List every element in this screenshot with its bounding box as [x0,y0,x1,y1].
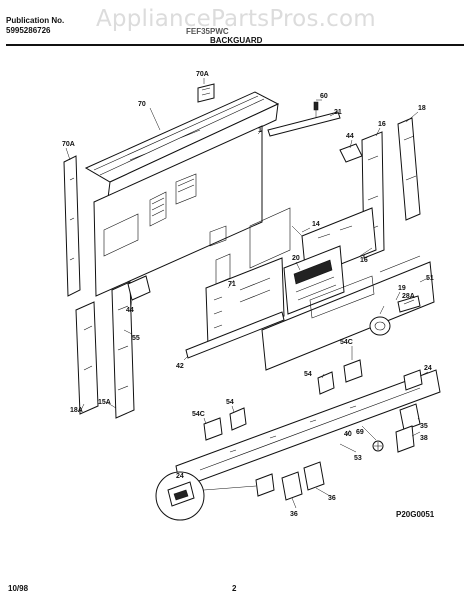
model-number: FEF35PWC [186,27,229,36]
callout-44-upper: 44 [346,133,354,140]
part-side-trim-18a [75,301,99,415]
part-electronic-control-20 [283,245,345,315]
callout-60: 60 [320,93,328,100]
callout-44-left: 44 [126,307,134,314]
callout-54c-lower: 54C [192,411,205,418]
part-control-bracket-71 [205,257,285,347]
callout-38-right: 38 [420,435,428,442]
part-bracket-44-left [127,275,151,301]
callout-labels: 70A 70 60 21 18 1 70A 44 16 14 20 16 51 … [62,71,434,518]
callout-69: 69 [356,429,364,436]
part-switch-24-right [403,369,423,391]
part-top-trim-70 [84,91,280,199]
part-bracket-44 [339,143,363,163]
callout-24-right: 24 [424,365,432,372]
detail-circle-24 [155,471,257,521]
callout-70: 70 [138,101,146,108]
part-knob-36-lower [281,471,303,501]
callout-55: 55 [132,335,140,342]
callout-16-lower: 16 [360,257,368,264]
footer-date: 10/98 [8,584,29,593]
callout-70a-left: 70A [62,141,75,148]
part-backguard-panel-1 [93,125,291,297]
publication-number: 5995286726 [6,26,51,35]
callout-14: 14 [312,221,320,228]
callout-20: 20 [292,255,300,262]
callout-42: 42 [176,363,184,370]
callout-28a: 28A [402,293,415,300]
part-switch-54-upper [317,371,335,395]
callout-70a-top: 70A [196,71,209,78]
page-number: 2 [232,584,237,593]
part-side-trim-left-70a [63,155,81,297]
callout-24-detail: 24 [176,473,184,480]
part-trim-strip-42 [185,311,285,359]
callout-40: 40 [344,431,352,438]
callout-19: 19 [398,285,406,292]
part-knob-38-right [395,425,415,453]
part-control-panel-51 [261,255,435,371]
callout-18: 18 [418,105,426,112]
callout-54c-upper: 54C [340,339,353,346]
watermark: AppliancePartsPros.com [96,6,376,32]
section-title: BACKGUARD [210,36,263,45]
callout-16-upper: 16 [378,121,386,128]
callout-53: 53 [354,455,362,462]
part-screw-69 [372,440,384,452]
publication-label: Publication No. [6,16,65,25]
callout-54-upper: 54 [304,371,312,378]
callout-15a: 15A [98,399,111,406]
part-rail-21 [267,111,341,137]
callout-21: 21 [334,109,342,116]
part-endcap-left-55 [111,281,135,419]
part-knob-19 [369,316,391,336]
callout-36-right: 36 [328,495,336,502]
figure-code: P20G0051 [396,510,435,519]
callout-36-lower: 36 [290,511,298,518]
callout-54-lower: 54 [226,399,234,406]
leader-lines [65,78,429,509]
part-knob-36-right [399,403,421,431]
part-side-trim-right-18 [397,117,421,221]
callout-35: 35 [420,423,428,430]
callout-18a: 18A [70,407,83,414]
part-switch-54c-upper [343,359,363,383]
part-knob-38-lower [303,461,325,491]
part-bracket-top-70a [197,83,215,103]
callout-51: 51 [426,275,434,282]
part-switch-54c-lower [203,417,223,441]
callout-71: 71 [228,281,236,288]
part-switch-24-lower [255,473,275,497]
part-knob-stem-28a [397,295,421,313]
callout-1: 1 [258,127,262,134]
part-switch-54-lower [229,407,247,431]
header-rule [6,44,464,46]
